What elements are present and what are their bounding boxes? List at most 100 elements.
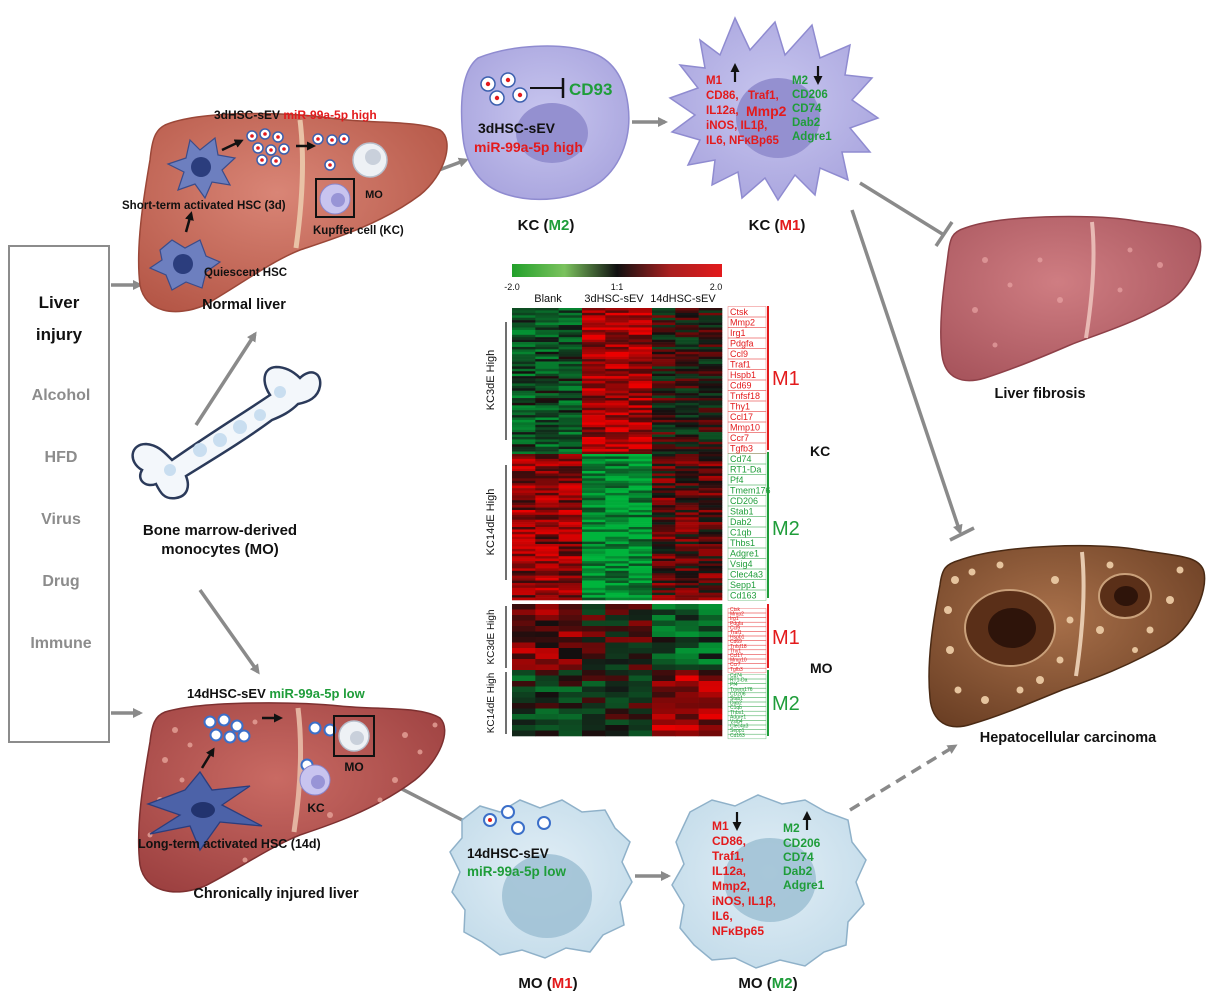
heatmap: -2.0 1:1 2.0 Blank 3dHSC-sEV 14dHSC-sEV … <box>485 264 833 740</box>
kc-heatmap-cell <box>698 483 723 486</box>
kc-heatmap-cell <box>675 478 699 482</box>
kc-heatmap-cell <box>628 585 653 589</box>
kc-heatmap-cell <box>582 502 606 506</box>
kc-heatmap-cell <box>628 412 653 416</box>
normal-liver-ligament <box>293 119 306 249</box>
cd93-label: CD93 <box>569 80 612 99</box>
arrow-bone-to-normal <box>194 331 257 426</box>
kc-heatmap-cell <box>558 398 583 401</box>
kc-m2-gene: Adgre1 <box>730 549 759 559</box>
vesicle-mirna-dots <box>250 132 346 167</box>
kc-heatmap-cell <box>535 322 559 326</box>
kc-heatmap-cell <box>582 517 606 520</box>
mo-heatmap-cell <box>698 637 723 643</box>
kc-heatmap-cell <box>628 480 653 484</box>
kc-heatmap-cell <box>512 444 536 447</box>
kc-heatmap-cell <box>535 383 559 387</box>
kc-m1-m1-title: M1 <box>706 75 723 87</box>
kc-heatmap-cell <box>605 478 629 482</box>
mo-m2-m1-line7: NFκBp65 <box>712 924 764 938</box>
kc-heatmap-cell <box>675 565 699 569</box>
kc-heatmap-cell <box>675 410 699 413</box>
mo-heatmap-cell <box>698 664 723 671</box>
mo-heatmap-cell <box>652 626 676 632</box>
mo-heatmap-cell <box>605 631 629 638</box>
kc-heatmap-cell <box>675 424 699 428</box>
mo-m2-m2-title: M2 <box>783 821 800 835</box>
kc-heatmap-cell <box>628 429 653 433</box>
kc-heatmap-cell <box>675 544 699 547</box>
mo-heatmap-cell <box>558 609 583 616</box>
kc-heatmap-cell <box>512 419 536 423</box>
kc-heatmap-cell <box>628 531 653 535</box>
mo-heatmap-cell <box>582 681 606 687</box>
kc-heatmap-cell <box>652 573 676 576</box>
kc-heatmap-cell <box>698 320 723 323</box>
kc-heatmap-cell <box>605 473 629 477</box>
mo-heatmap-cell <box>605 620 629 627</box>
kc-heatmap-cell <box>582 434 606 438</box>
kc-heatmap-cell <box>605 461 629 465</box>
kc-heatmap-cell <box>698 578 723 581</box>
mo-m2-gene: CD206 <box>730 691 746 697</box>
kc-heatmap-cell <box>535 524 559 528</box>
kc-heatmap-cell <box>652 454 676 457</box>
kc-heatmap-cell <box>675 422 699 426</box>
kc-heatmap-cell <box>558 351 583 355</box>
kc-heatmap-cell <box>512 587 536 591</box>
kc-heatmap-cell <box>605 449 629 452</box>
mo-m1-vesicle-dots <box>488 818 492 822</box>
kc-heatmap-cell <box>675 371 699 374</box>
hcc-caption: Hepatocellular carcinoma <box>980 730 1157 746</box>
kc-heatmap-cell <box>652 563 676 567</box>
kc-heatmap-cell <box>698 329 723 333</box>
kc-heatmap-cell <box>558 456 583 460</box>
kc-heatmap-cell <box>535 325 559 328</box>
kc-heatmap-cell <box>628 329 653 333</box>
kc-heatmap-cell <box>558 471 583 474</box>
kc-heatmap-cell <box>628 492 653 496</box>
kc-heatmap-cell <box>512 463 536 467</box>
kc-heatmap-cell <box>535 449 559 452</box>
kc-heatmap-cell <box>582 322 606 326</box>
kc-m1-gene: Mmp2 <box>730 318 755 328</box>
kc-heatmap-cell <box>512 432 536 435</box>
kc-heatmap-cell <box>582 395 606 399</box>
kc-heatmap-cell <box>675 329 699 333</box>
mo-m2-nucleus <box>724 838 816 922</box>
mo-heatmap-cell <box>675 648 699 654</box>
kc-heatmap-cell <box>582 500 606 503</box>
kc-heatmap-cell <box>698 398 723 401</box>
kc-heatmap-cell <box>558 356 583 360</box>
kc-heatmap-cell <box>652 378 676 382</box>
kc-heatmap-cell <box>628 471 653 474</box>
kc-heatmap-cell <box>675 385 699 389</box>
mo-heatmap-cell <box>698 703 723 709</box>
kc-heatmap-cell <box>675 590 699 593</box>
mo-heatmap-cell <box>535 648 559 654</box>
kc-heatmap-cell <box>535 349 559 353</box>
mo-heatmap-cell <box>605 719 629 726</box>
kc-heatmap-cell <box>512 502 536 506</box>
kc-heatmap-cell <box>675 595 699 598</box>
kc-heatmap-cell <box>558 573 583 576</box>
kc-heatmap-cell <box>675 407 699 411</box>
quiescent-hsc <box>148 239 222 291</box>
kc-heatmap-cell <box>652 371 676 374</box>
kc-heatmap-cell <box>582 385 606 389</box>
kc-heatmap-cell <box>582 419 606 423</box>
kc-heatmap-cell <box>698 351 723 355</box>
kc-heatmap-cell <box>535 410 559 413</box>
kc-heatmap-cell <box>512 517 536 520</box>
kc-heatmap-cell <box>675 395 699 399</box>
kc-heatmap-cell <box>652 575 676 579</box>
kc-heatmap-cell <box>675 388 699 392</box>
kc-heatmap-cell <box>605 381 629 384</box>
kc-heatmap-cell <box>675 580 699 584</box>
kc-heatmap-cell <box>558 551 583 555</box>
kc-heatmap-cell <box>628 424 653 428</box>
kc-heatmap-cell <box>698 310 723 314</box>
kc-heatmap-cell <box>675 514 699 518</box>
kc-heatmap-cell <box>582 388 606 392</box>
kc-heatmap-cell <box>582 329 606 333</box>
